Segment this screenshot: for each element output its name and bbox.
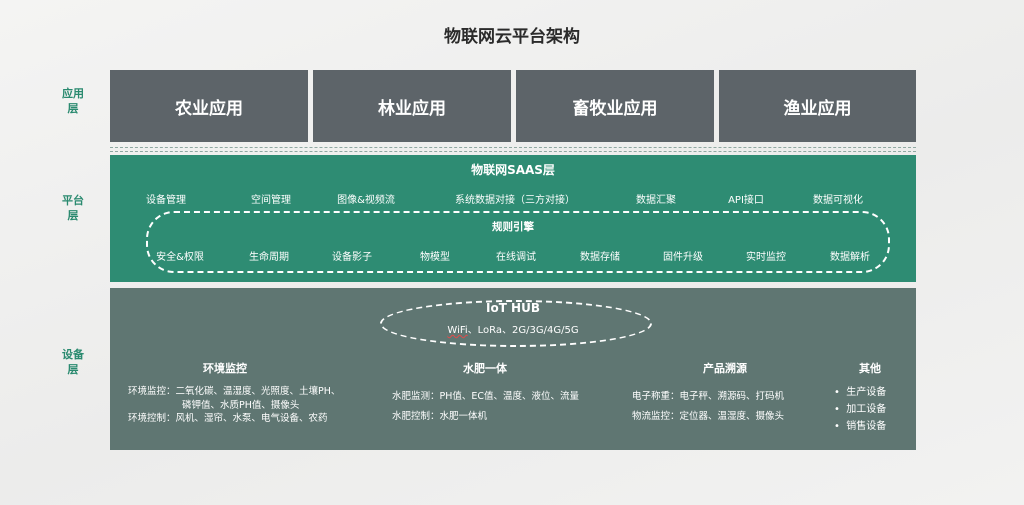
feature-third-party: 系统数据对接（三方对接） — [455, 195, 575, 206]
fert-control-line: 水肥控制：水肥一体机 — [392, 411, 488, 422]
rule-data-parsing: 数据解析 — [830, 252, 870, 263]
trace-details: 电子称重：电子秤、溯源码、打码机 物流监控：定位器、温湿度、摄像头 — [632, 387, 784, 427]
env-monitor-line-cont: 磷钾值、水质PH值、摄像头 — [182, 399, 300, 411]
page-title: 物联网云平台架构 — [444, 27, 580, 47]
device-layer: IoT HUB WiFi、LoRa、2G/3G/4G/5G 环境监控 环境监控：… — [110, 288, 916, 450]
feature-data-aggregation: 数据汇聚 — [636, 195, 676, 206]
fert-monitor-line: 水肥监测：PH值、EC值、温度、液位、流量 — [392, 391, 580, 402]
rule-engine-ring — [146, 211, 890, 273]
layer-divider — [110, 151, 916, 152]
protocol-list: 、LoRa、2G/3G/4G/5G — [467, 325, 579, 336]
other-title: 其他 — [859, 362, 881, 375]
layer-label-platform: 平台层 — [62, 194, 84, 222]
rule-engine-title: 规则引擎 — [492, 221, 534, 233]
app-forestry: 林业应用 — [313, 70, 511, 142]
app-livestock: 畜牧业应用 — [516, 70, 714, 142]
feature-space-management: 空间管理 — [251, 195, 291, 206]
rule-security: 安全&权限 — [156, 252, 204, 263]
feature-device-management: 设备管理 — [146, 195, 186, 206]
other-list: • 生产设备 • 加工设备 • 销售设备 — [834, 384, 886, 435]
application-layer: 农业应用 林业应用 畜牧业应用 渔业应用 — [110, 70, 916, 142]
layer-label-app: 应用层 — [62, 87, 84, 115]
rule-device-shadow: 设备影子 — [332, 252, 372, 263]
env-control-line: 环境控制：风机、湿帘、水泵、电气设备、农药 — [128, 413, 328, 424]
app-fishery: 渔业应用 — [719, 70, 916, 142]
rule-realtime-monitor: 实时监控 — [746, 252, 786, 263]
wifi-label: WiFi — [447, 325, 468, 336]
other-item: • 加工设备 — [834, 404, 887, 415]
trace-title: 产品溯源 — [703, 362, 747, 375]
fert-details: 水肥监测：PH值、EC值、温度、液位、流量 水肥控制：水肥一体机 — [392, 387, 579, 427]
rule-thing-model: 物模型 — [420, 252, 450, 263]
saas-layer: 物联网SAAS层 设备管理 空间管理 图像&视频流 系统数据对接（三方对接） 数… — [110, 155, 916, 282]
rule-online-debug: 在线调试 — [496, 252, 536, 263]
iot-hub-title: IoT HUB — [485, 301, 540, 315]
rule-lifecycle: 生命周期 — [249, 252, 289, 263]
env-title: 环境监控 — [203, 362, 247, 375]
feature-image-video: 图像&视频流 — [337, 195, 395, 206]
feature-api: API接口 — [728, 195, 764, 206]
app-agriculture: 农业应用 — [110, 70, 308, 142]
rule-data-storage: 数据存储 — [580, 252, 620, 263]
saas-title: 物联网SAAS层 — [471, 163, 555, 177]
other-item: • 销售设备 — [834, 421, 887, 432]
layer-divider — [110, 147, 916, 148]
rule-firmware: 固件升级 — [663, 252, 703, 263]
iot-hub-ring — [380, 300, 652, 347]
fert-title: 水肥一体 — [463, 362, 507, 375]
iot-hub-protocols: WiFi、LoRa、2G/3G/4G/5G — [110, 321, 916, 336]
env-monitor-line: 环境监控：二氧化碳、温湿度、光照度、土壤PH、 — [128, 386, 341, 397]
other-item: • 生产设备 — [834, 387, 887, 398]
trace-weighing-line: 电子称重：电子秤、溯源码、打码机 — [632, 391, 785, 402]
trace-logistics-line: 物流监控：定位器、温湿度、摄像头 — [632, 411, 785, 422]
env-details: 环境监控：二氧化碳、温湿度、光照度、土壤PH、 磷钾值、水质PH值、摄像头 环境… — [128, 385, 340, 426]
layer-label-device: 设备层 — [62, 348, 84, 376]
feature-visualization: 数据可视化 — [813, 195, 863, 206]
